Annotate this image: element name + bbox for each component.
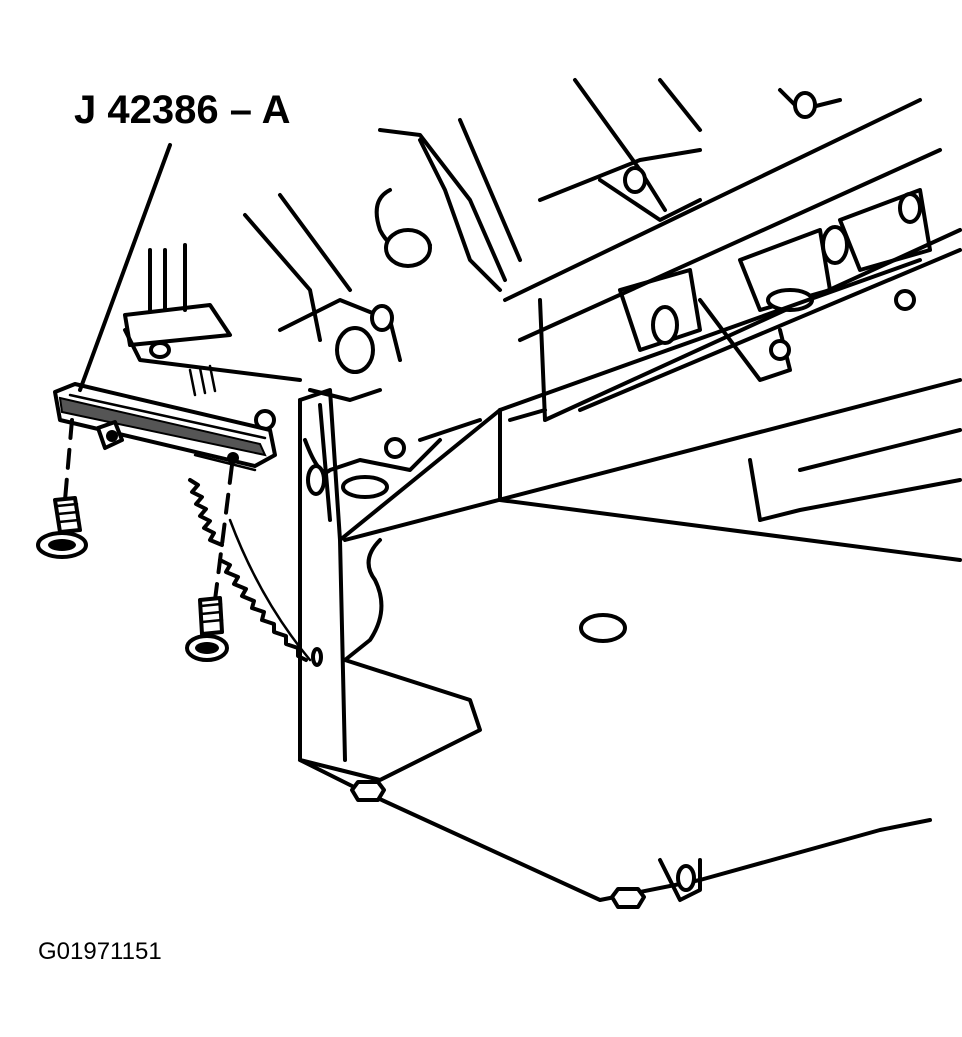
front-cover: [243, 118, 522, 431]
cylinder-head: [503, 78, 962, 422]
flywheel-bracket: [123, 243, 302, 397]
bolt-icon: [185, 596, 229, 662]
alignment-lines: [63, 418, 234, 602]
tool-callout-label: J 42386 – A: [74, 88, 291, 132]
callout-leader: [78, 143, 172, 392]
figure-id: G01971151: [38, 938, 162, 965]
bolt-icon: [36, 496, 88, 559]
engine-block: [298, 258, 962, 902]
flywheel-holding-tool-icon: [53, 382, 277, 472]
pan-bolt: [350, 780, 646, 909]
